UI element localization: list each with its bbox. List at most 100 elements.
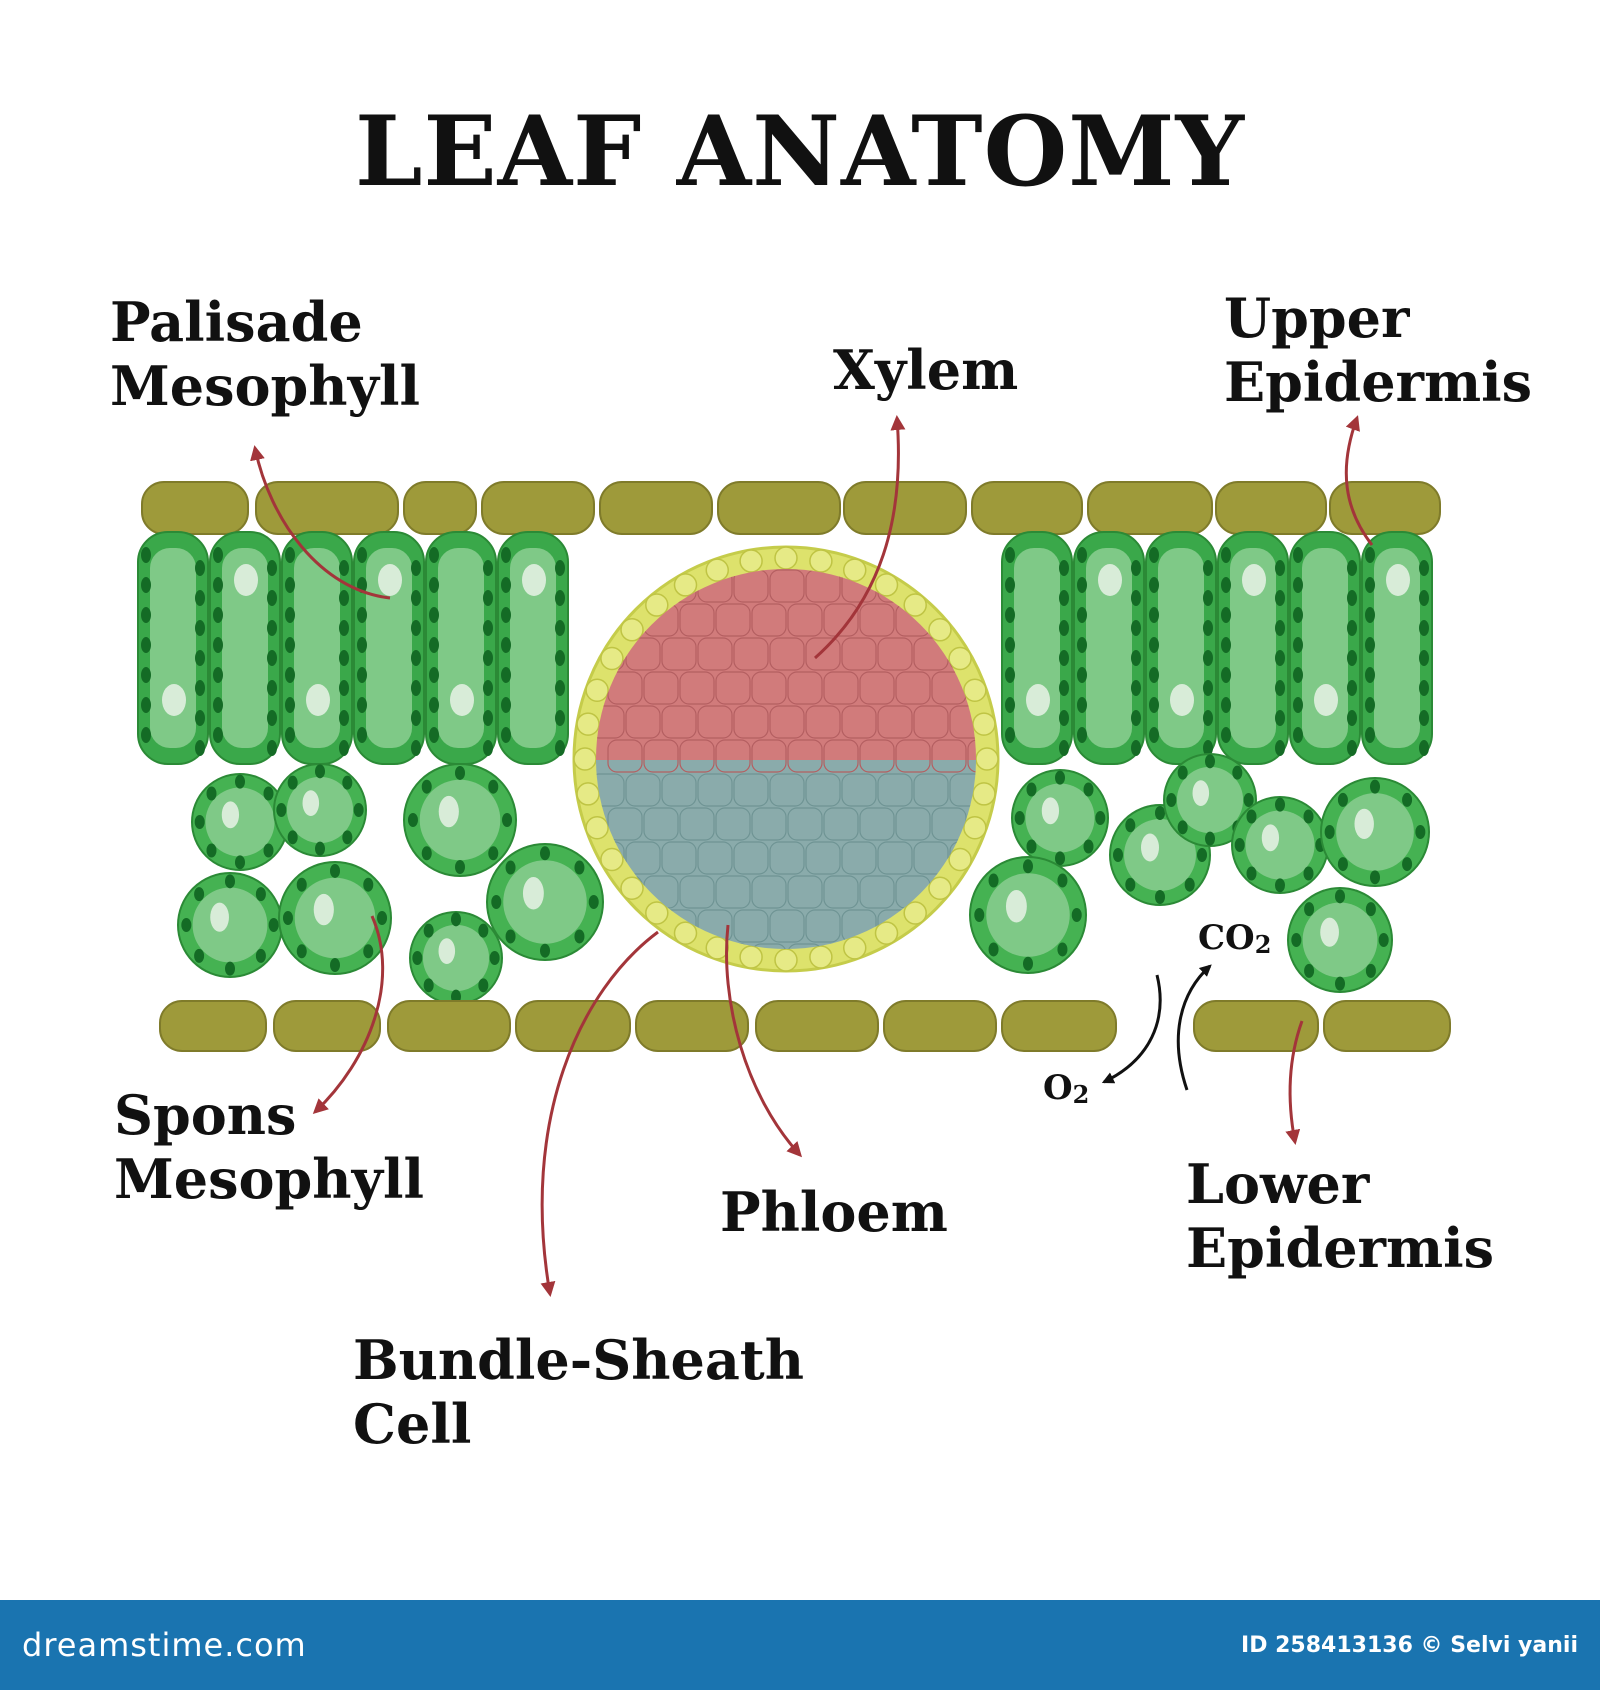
- o2-arrow: [1101, 974, 1162, 1084]
- vascular-cell: [733, 637, 769, 671]
- spongy-mesophyll-cell: [1287, 887, 1393, 993]
- vascular-cell: [877, 705, 913, 739]
- palisade-cell: [1073, 531, 1145, 765]
- o2-text: O: [1043, 1068, 1073, 1108]
- vascular-cell: [661, 637, 697, 671]
- vascular-cell: [805, 705, 841, 739]
- bundle-sheath-cell-unit: [673, 921, 698, 945]
- spongy-mesophyll-cell: [1011, 769, 1109, 867]
- vascular-cell: [787, 807, 823, 841]
- lower-epidermis-cell: [515, 1000, 631, 1052]
- vascular-cell: [625, 841, 661, 875]
- label-phloem: Phloem: [720, 1180, 948, 1244]
- vascular-cell: [769, 909, 805, 943]
- bundle-sheath-cell-unit: [948, 847, 972, 872]
- vascular-cell: [751, 603, 787, 637]
- vascular-cell: [715, 603, 751, 637]
- bundle-sheath-cell-unit: [673, 573, 698, 597]
- palisade-cell: [1145, 531, 1217, 765]
- vascular-cell: [769, 705, 805, 739]
- o2-subscript: 2: [1072, 1080, 1090, 1109]
- palisade-cell: [353, 531, 425, 765]
- vascular-cell: [967, 739, 976, 773]
- vascular-cell: [643, 807, 679, 841]
- spongy-mesophyll-cell: [278, 861, 392, 975]
- vascular-cell: [949, 705, 976, 739]
- vascular-cell: [805, 773, 841, 807]
- vascular-cell: [877, 841, 913, 875]
- bundle-sheath-cell-unit: [705, 936, 730, 960]
- lower-epidermis-cell: [1323, 1000, 1451, 1052]
- spongy-mesophyll-cell: [409, 911, 503, 1005]
- bundle-sheath-cell-unit: [809, 945, 833, 969]
- vascular-cell: [877, 773, 913, 807]
- arrow-xylem: [814, 415, 906, 660]
- arrow-spons: [312, 915, 385, 1115]
- vascular-cell: [733, 909, 769, 943]
- bundle-sheath-cell-unit: [600, 646, 624, 671]
- vascular-cell: [787, 875, 823, 909]
- bundle-sheath-cell-unit: [972, 712, 996, 736]
- bundle-sheath-cell-unit: [842, 936, 867, 960]
- label-line: Palisade: [110, 290, 363, 354]
- upper-epidermis-cell: [141, 481, 249, 535]
- vascular-cell: [841, 637, 877, 671]
- vascular-cell: [679, 739, 715, 773]
- upper-epidermis-cell: [599, 481, 713, 535]
- upper-epidermis-cell: [843, 481, 967, 535]
- vascular-cell: [859, 875, 895, 909]
- vascular-cell: [769, 637, 805, 671]
- bundle-sheath-cell-unit: [903, 593, 927, 617]
- bundle-sheath-cell-unit: [928, 618, 952, 642]
- vascular-cell: [607, 739, 643, 773]
- label-spons-mesophyll: Spons Mesophyll: [114, 1083, 424, 1211]
- lower-epidermis-cell: [387, 1000, 511, 1052]
- vascular-cell: [895, 739, 931, 773]
- bundle-sheath-cell-unit: [573, 747, 597, 771]
- palisade-mesophyll-layer: [137, 531, 1433, 765]
- bundle-sheath-cell-unit: [645, 901, 669, 925]
- vascular-cell: [751, 943, 787, 949]
- vascular-cell: [823, 603, 859, 637]
- arrow-bundle-sheath: [540, 930, 659, 1297]
- spongy-mesophyll-cell: [191, 773, 289, 871]
- label-upper-epidermis: Upper Epidermis: [1224, 286, 1532, 414]
- label-line: Lower: [1186, 1152, 1370, 1216]
- pointer-arrows: [250, 415, 1374, 1297]
- upper-epidermis-cell: [1087, 481, 1213, 535]
- vascular-cell: [949, 773, 976, 807]
- bundle-sheath-cell-unit: [972, 782, 996, 806]
- arrow-upper-epidermis: [1344, 415, 1374, 546]
- vascular-cell: [787, 739, 823, 773]
- arrow-phloem: [725, 924, 803, 1158]
- label-line: Epidermis: [1224, 350, 1533, 414]
- bundle-sheath-cell-unit: [645, 593, 669, 617]
- lower-epidermis-cell: [1193, 1000, 1319, 1052]
- vascular-cell: [859, 739, 895, 773]
- bundle-sheath-cell-unit: [842, 558, 867, 582]
- vascular-cell: [625, 773, 661, 807]
- vascular-cell: [625, 705, 661, 739]
- vascular-cell: [769, 773, 805, 807]
- vascular-cell: [787, 671, 823, 705]
- upper-epidermis-cell: [403, 481, 477, 535]
- footer-image-info: ID 258413136 © Selvi yanii: [1241, 1632, 1578, 1658]
- bundle-sheath-cell-unit: [739, 945, 763, 969]
- palisade-cell: [209, 531, 281, 765]
- lower-epidermis-cell: [635, 1000, 749, 1052]
- label-line: Mesophyll: [110, 354, 420, 418]
- vascular-cell: [805, 637, 841, 671]
- leaf-cross-section: [137, 415, 1451, 1297]
- lower-epidermis-cell: [273, 1000, 381, 1052]
- palisade-cell: [1289, 531, 1361, 765]
- vascular-cell: [751, 875, 787, 909]
- vascular-cell: [643, 671, 679, 705]
- lower-epidermis: [159, 1000, 1451, 1052]
- vascular-cell: [661, 841, 697, 875]
- vascular-cell: [805, 909, 841, 943]
- bundle-sheath-cell-unit: [576, 712, 600, 736]
- vascular-cell: [823, 807, 859, 841]
- bundle-sheath-cell-unit: [874, 573, 899, 597]
- bundle-sheath-cell-unit: [975, 747, 999, 771]
- spongy-mesophyll-cell: [486, 843, 604, 961]
